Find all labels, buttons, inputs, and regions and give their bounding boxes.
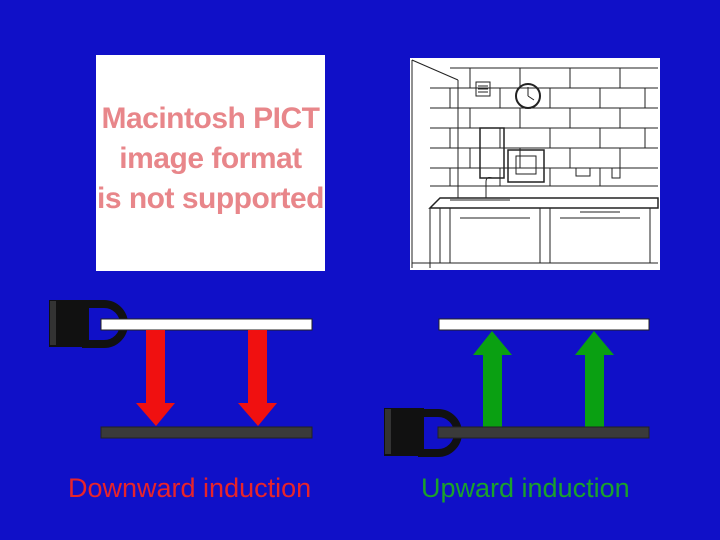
down-arrow-right [238, 330, 277, 426]
pict-line-3: is not supported [97, 182, 325, 215]
top-plate-light [100, 318, 313, 331]
bottom-plate-dark [100, 426, 313, 439]
up-arrow-right [575, 331, 614, 427]
top-plate-light [438, 318, 650, 331]
downward-induction-caption: Downward induction [68, 473, 312, 503]
bottom-plate-dark [437, 426, 650, 439]
lab-drawing-icon [411, 59, 659, 268]
upward-induction-caption: Upward induction [421, 473, 630, 503]
up-arrow-left [473, 331, 512, 427]
pict-placeholder-image: Macintosh PICT image format is not suppo… [96, 55, 325, 271]
pict-line-1: Macintosh PICT [101, 102, 320, 135]
pict-line-2: image format [119, 142, 302, 175]
pict-placeholder-text: Macintosh PICT image format is not suppo… [96, 99, 325, 219]
lab-illustration [410, 58, 660, 270]
down-arrow-left [136, 330, 175, 426]
